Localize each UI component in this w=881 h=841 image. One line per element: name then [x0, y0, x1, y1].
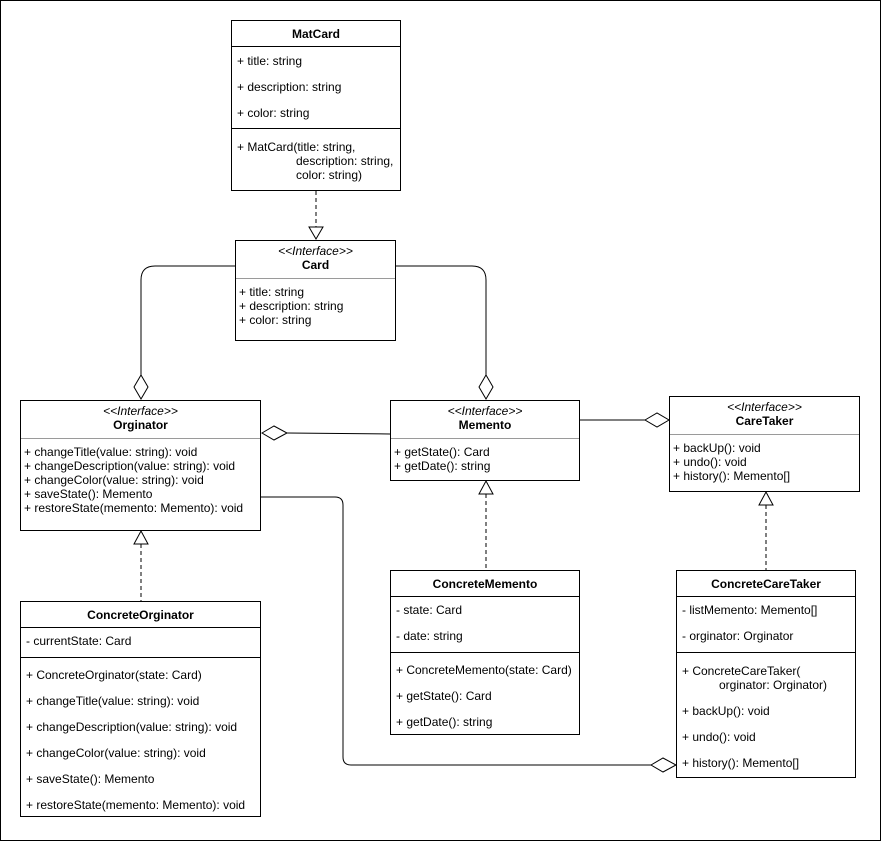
method: + ConcreteMemento(state: Card) — [396, 663, 572, 677]
aggregation-memento-card — [396, 265, 487, 375]
method: + backUp(): void — [682, 704, 770, 718]
attribute: - date: string — [396, 629, 463, 643]
attribute: + color: string — [237, 106, 310, 120]
attributes-section: - state: Card - date: string — [391, 597, 579, 653]
methods-section: + ConcreteOrginator(state: Card) + chang… — [21, 658, 260, 818]
method: + changeTitle(value: string): void — [24, 445, 198, 459]
realization-arrowhead — [478, 479, 494, 495]
attributes-section: + title: string + description: string + … — [232, 47, 400, 129]
methods-section: + backUp(): void + undo(): void + histor… — [670, 435, 859, 483]
method: + changeColor(value: string): void — [24, 473, 204, 487]
constructor-line: + MatCard(title: string, — [237, 140, 356, 154]
constructor-line: description: string, — [296, 154, 394, 168]
aggregation-concretecaretaker-orginator — [261, 496, 651, 766]
method: + undo(): void — [682, 730, 756, 744]
aggregation-diamond — [261, 425, 289, 441]
aggregation-diamond — [644, 412, 670, 428]
class-title: CareTaker — [735, 414, 794, 428]
aggregation-orginator-memento — [286, 432, 391, 435]
methods-section: + changeTitle(value: string): void + cha… — [21, 439, 260, 515]
attribute: - orginator: Orginator — [682, 629, 794, 643]
attribute: + color: string — [239, 313, 312, 327]
methods-section: + ConcreteMemento(state: Card) + getStat… — [391, 653, 579, 735]
class-title: Card — [301, 258, 330, 272]
interface-caretaker[interactable]: <<Interface>> CareTaker + backUp(): void… — [669, 396, 860, 492]
realization-arrowhead — [133, 529, 149, 545]
aggregation-orginator-card — [140, 265, 235, 375]
method: + changeTitle(value: string): void — [26, 694, 200, 708]
class-matcard[interactable]: MatCard + title: string + description: s… — [231, 20, 401, 191]
stereotype-label: <<Interface>> — [278, 244, 353, 258]
constructor-section: + MatCard(title: string, description: st… — [232, 129, 400, 182]
attribute: - state: Card — [396, 603, 463, 617]
attribute: + description: string — [237, 80, 342, 94]
interface-card[interactable]: <<Interface>> Card + title: string + des… — [235, 240, 396, 341]
realization-arrowhead — [308, 226, 324, 240]
attributes-section: - listMemento: Memento[] - orginator: Or… — [677, 597, 855, 653]
method: + getDate(): string — [394, 459, 491, 473]
class-header: <<Interface>> Memento — [391, 401, 579, 439]
constructor-line: + ConcreteCareTaker( — [682, 664, 801, 678]
method: + restoreState(memento: Memento): void — [26, 798, 246, 812]
method: + restoreState(memento: Memento): void — [24, 501, 244, 515]
class-title: ConcreteMemento — [391, 571, 579, 597]
aggregation-diamond — [650, 757, 678, 773]
attributes-section: - currentState: Card — [21, 628, 260, 658]
class-concrete-caretaker[interactable]: ConcreteCareTaker - listMemento: Memento… — [676, 570, 856, 778]
class-title: Memento — [458, 418, 512, 432]
attribute: + title: string — [237, 54, 303, 68]
method: + getState(): Card — [394, 445, 490, 459]
interface-memento[interactable]: <<Interface>> Memento + getState(): Card… — [390, 400, 580, 481]
constructor-line: orginator: Orginator) — [719, 678, 828, 692]
interface-orginator[interactable]: <<Interface>> Orginator + changeTitle(va… — [20, 400, 261, 531]
realization-arrowhead — [758, 490, 774, 506]
class-header: <<Interface>> Orginator — [21, 401, 260, 439]
class-header: <<Interface>> Card — [236, 241, 395, 279]
methods-section: + ConcreteCareTaker( orginator: Orginato… — [677, 653, 855, 776]
method: + saveState(): Memento — [26, 772, 155, 786]
aggregation-diamond — [478, 374, 494, 400]
class-concrete-memento[interactable]: ConcreteMemento - state: Card - date: st… — [390, 570, 580, 735]
class-title: ConcreteCareTaker — [677, 571, 855, 597]
aggregation-diamond — [133, 374, 149, 400]
method: + history(): Memento[] — [673, 469, 791, 483]
method: + saveState(): Memento — [24, 487, 153, 501]
method: + getDate(): string — [396, 715, 493, 729]
attribute: - currentState: Card — [26, 634, 132, 648]
stereotype-label: <<Interface>> — [447, 404, 523, 418]
class-concrete-orginator[interactable]: ConcreteOrginator - currentState: Card +… — [20, 601, 261, 817]
method: + changeDescription(value: string): void — [24, 459, 236, 473]
stereotype-label: <<Interface>> — [103, 404, 178, 418]
stereotype-label: <<Interface>> — [727, 400, 802, 414]
method: + changeColor(value: string): void — [26, 746, 206, 760]
class-title: Orginator — [113, 418, 168, 432]
attribute: + title: string — [239, 285, 305, 299]
methods-section: + getState(): Card + getDate(): string — [391, 439, 579, 473]
method: + history(): Memento[] — [682, 756, 800, 770]
class-title: MatCard — [232, 21, 400, 47]
attributes-section: + title: string + description: string + … — [236, 279, 395, 327]
constructor-line: color: string) — [296, 168, 363, 182]
method: + undo(): void — [673, 455, 747, 469]
attribute: - listMemento: Memento[] — [682, 603, 818, 617]
attribute: + description: string — [239, 299, 344, 313]
class-header: <<Interface>> CareTaker — [670, 397, 859, 435]
method: + getState(): Card — [396, 689, 492, 703]
method: + changeDescription(value: string): void — [26, 720, 238, 734]
method: + ConcreteOrginator(state: Card) — [26, 668, 202, 682]
method: + backUp(): void — [673, 441, 761, 455]
class-title: ConcreteOrginator — [21, 602, 260, 628]
